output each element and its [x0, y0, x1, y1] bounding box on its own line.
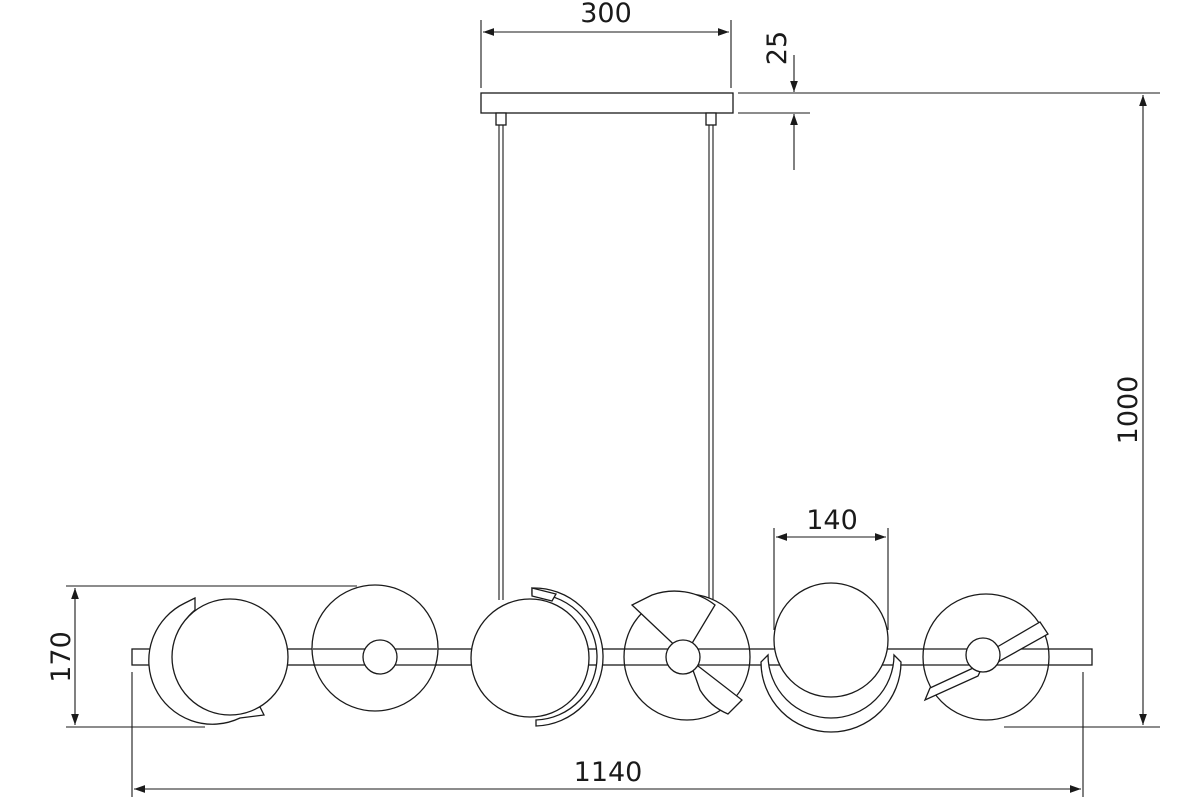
dimension-canopy-height: 25	[738, 31, 1160, 170]
label-total-length: 1140	[574, 757, 643, 788]
ceiling-canopy	[480, 92, 734, 126]
label-fixture-height: 170	[46, 631, 77, 683]
dimension-shade-diameter: 140	[773, 505, 889, 630]
dimension-canopy-width: 300	[480, 0, 732, 88]
lamp-2	[311, 584, 439, 712]
lamp-3	[470, 587, 604, 727]
lamp-5	[760, 582, 902, 733]
dimension-total-height: 1000	[1004, 95, 1160, 728]
label-shade-diameter: 140	[806, 505, 858, 536]
label-canopy-height: 25	[762, 31, 793, 65]
lamp-4	[623, 590, 751, 721]
dimension-total-length: 1140	[131, 672, 1084, 797]
dimension-fixture-height: 170	[46, 585, 357, 728]
label-canopy-width: 300	[580, 0, 632, 29]
suspension-cables	[498, 125, 718, 647]
lamp-1	[148, 596, 289, 725]
label-total-height: 1000	[1113, 376, 1144, 445]
lamp-6	[922, 593, 1050, 721]
